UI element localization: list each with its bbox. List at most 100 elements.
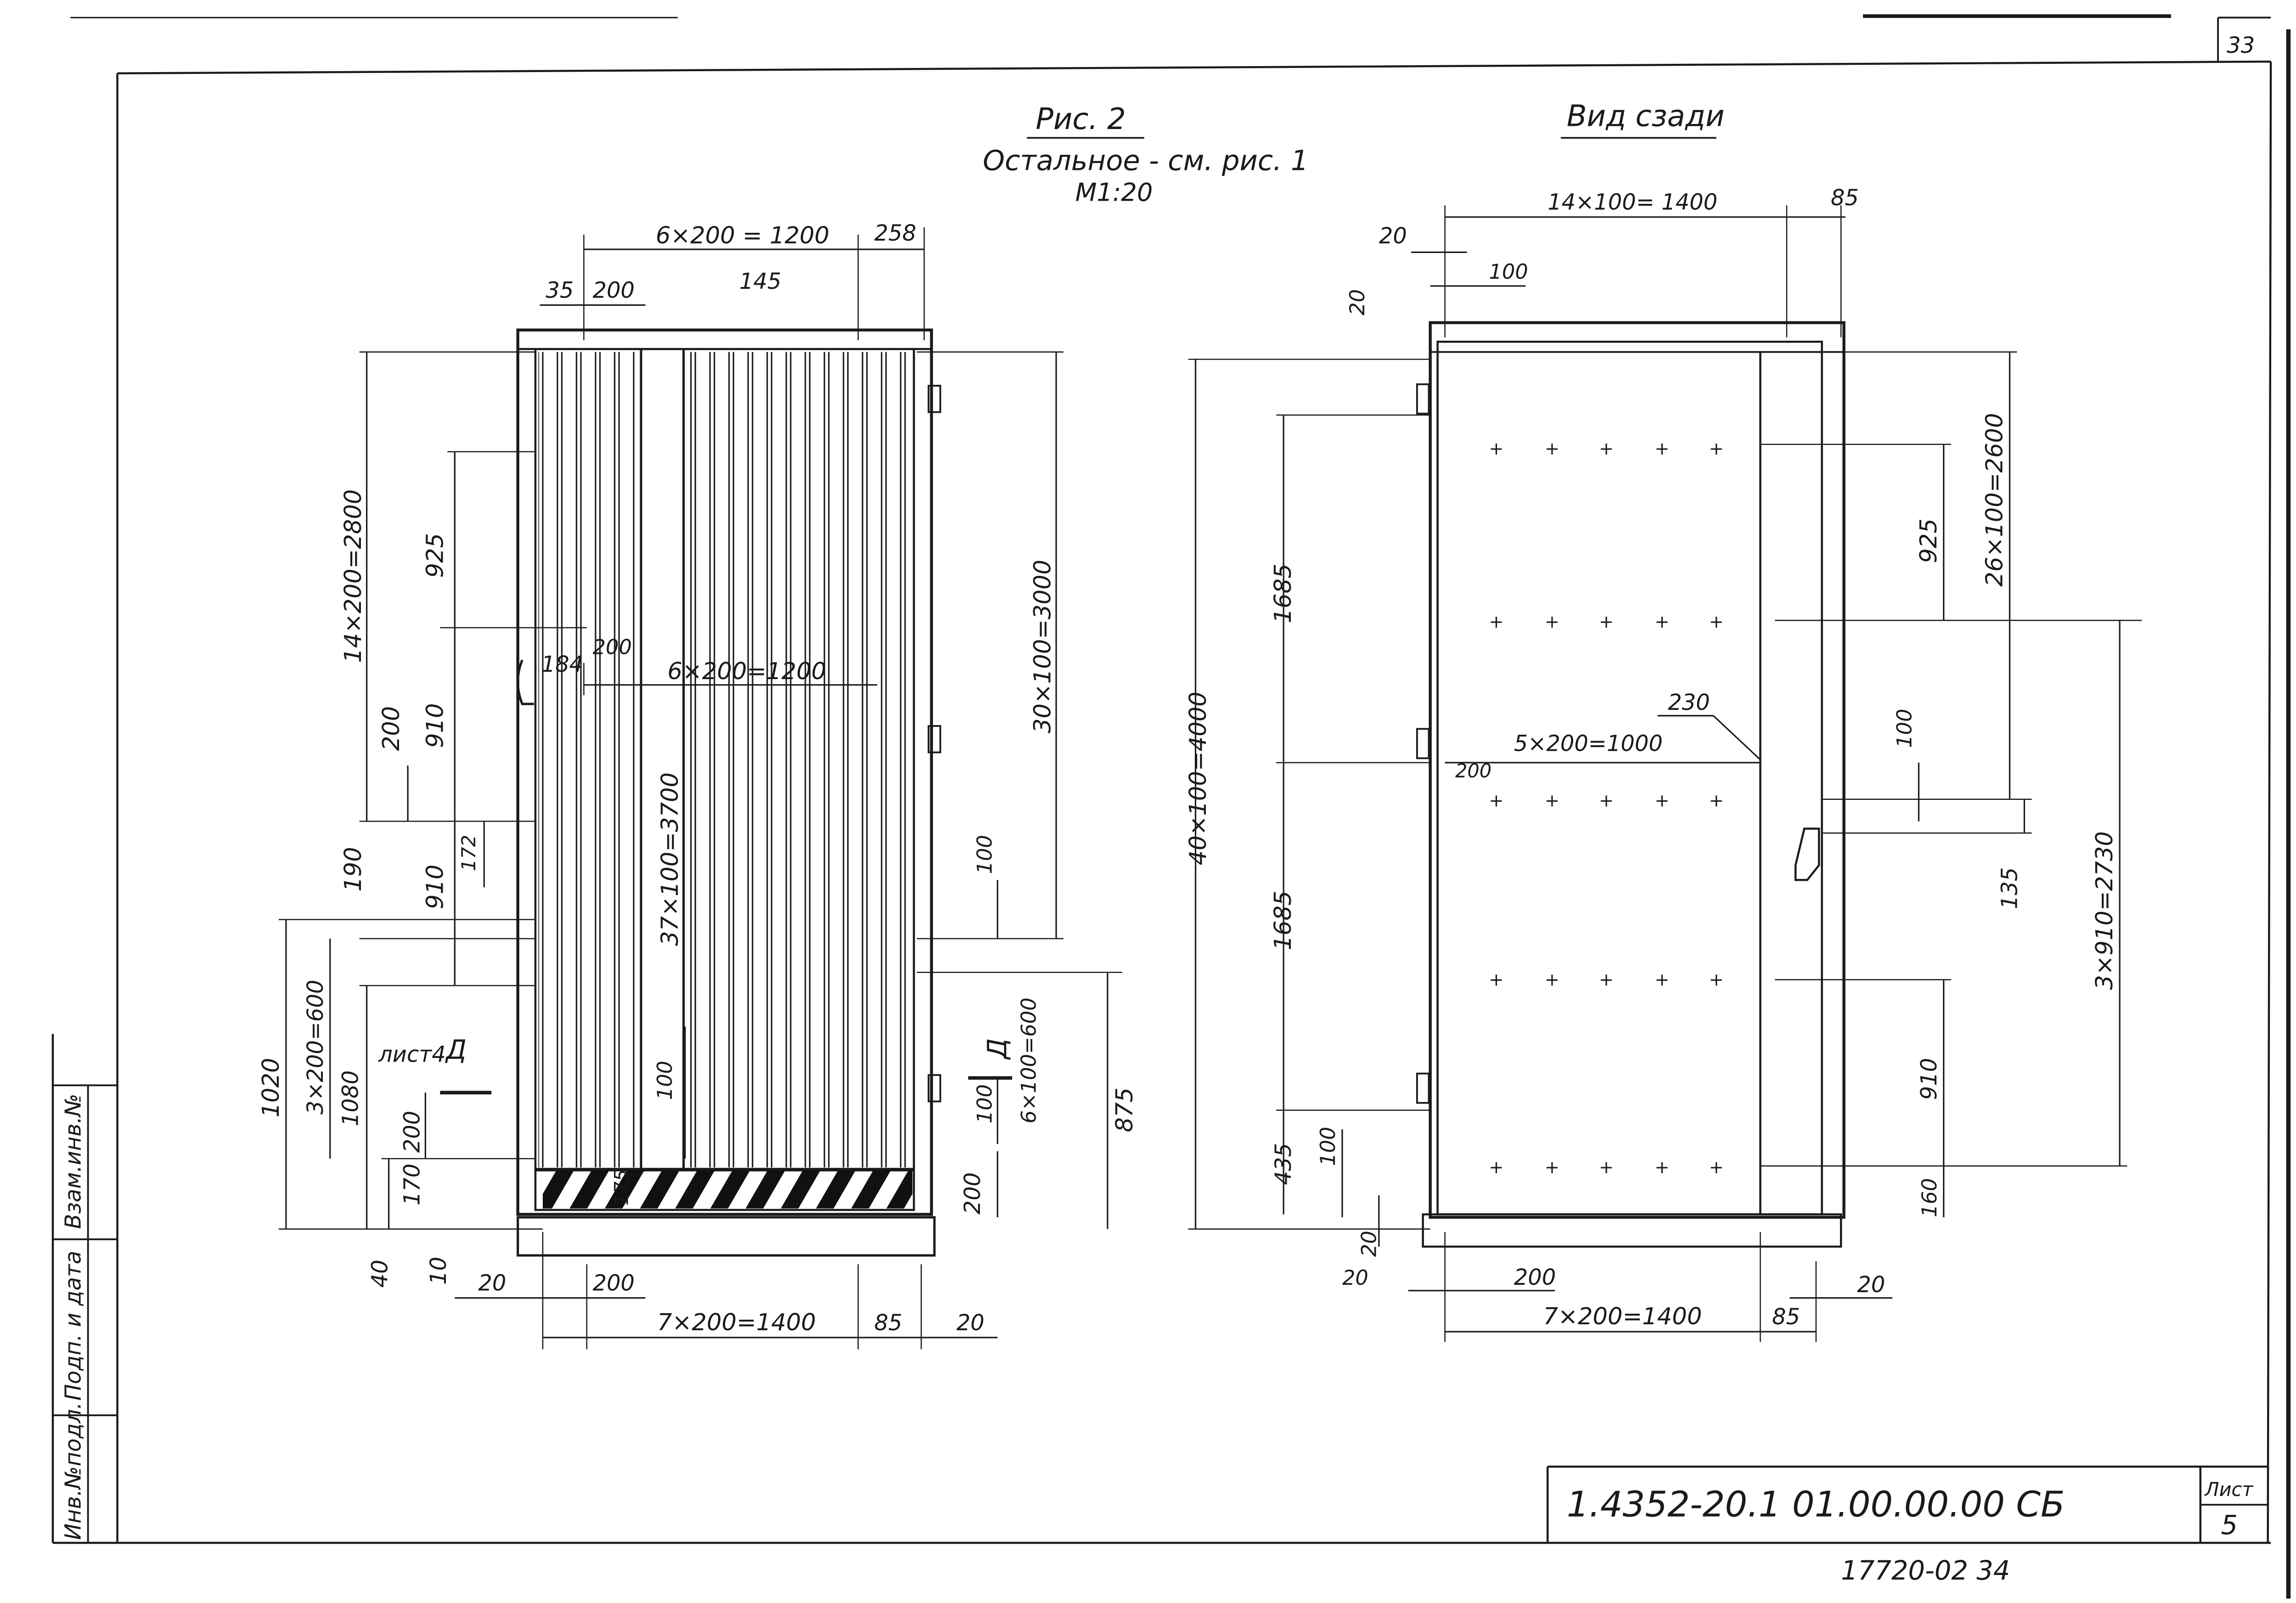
svg-text:+: +: [1545, 439, 1559, 459]
sheet-label: Лист: [2204, 1478, 2254, 1501]
svg-text:+: +: [1709, 439, 1724, 459]
svg-text:+: +: [1654, 439, 1669, 459]
fv-dim-170: 170: [400, 1164, 425, 1205]
svg-text:+: +: [1545, 791, 1559, 811]
fv-dim-190: 190: [340, 847, 367, 892]
bv-dim-1685-a: 1685: [1270, 563, 1297, 623]
back-door-frame: [1429, 321, 1846, 1219]
front-view: Рис. 2 Остальное - см. рис. 1 М1:20: [258, 102, 1308, 1350]
bv-dim-435: 435: [1271, 1143, 1296, 1185]
svg-text:+: +: [1599, 969, 1614, 990]
title-block: 1.4352-20.1 01.00.00.00 СБ Лист 5 17720-…: [1546, 1465, 2268, 1586]
document-code: 1.4352-20.1 01.00.00.00 СБ: [1567, 1485, 2065, 1525]
bv-dim-40x100: 40×100=4000: [1185, 692, 1212, 865]
svg-text:+: +: [1489, 791, 1503, 811]
fv-dim-bottom-7x200: 7×200=1400: [657, 1309, 816, 1336]
svg-text:+: +: [1489, 612, 1503, 632]
fv-dim-85-bottom: 85: [874, 1311, 902, 1336]
sheet-frame: 33: [53, 14, 2291, 1599]
fv-label-d-right: Д: [982, 1038, 1013, 1060]
fv-dim-200-low: 200: [400, 1111, 425, 1153]
front-hatched-strip: [542, 1170, 912, 1209]
front-view-subtitle: Остальное - см. рис. 1: [983, 145, 1308, 177]
bv-dim-100-left: 100: [1316, 1127, 1340, 1166]
fv-dim-30x100: 30×100=3000: [1029, 560, 1056, 733]
fv-dim-14x200: 14×200=2800: [340, 489, 367, 663]
fv-dim-910-b: 910: [422, 865, 449, 910]
bv-dim-20-side: 20: [1345, 289, 1369, 315]
fv-dim-top-main: 6×200 = 1200: [656, 222, 829, 249]
stamp-label-vzam-inv: Взам.инв.№: [61, 1094, 86, 1229]
fv-dim-1020: 1020: [258, 1058, 285, 1118]
svg-text:+: +: [1599, 439, 1614, 459]
fv-dim-200-right-bottom: 200: [960, 1172, 985, 1214]
svg-text:+: +: [1599, 791, 1614, 811]
front-slats-right: [689, 352, 910, 1168]
bv-dim-mid-5x200: 5×200=1000: [1514, 731, 1663, 756]
fv-dim-20-bottom: 20: [957, 1311, 985, 1336]
front-door-frame: [516, 328, 933, 1216]
stamp-label-inv-podl: Инв.№подл.: [61, 1402, 86, 1540]
back-base: [1422, 1213, 1842, 1248]
fv-dim-100-inner: 100: [653, 1061, 677, 1100]
fv-dim-3x200: 3×200=600: [303, 980, 328, 1115]
fv-dim-10: 10: [426, 1257, 451, 1285]
side-stamp: Инв.№подл. Подп. и дата Взам.инв.№: [51, 1034, 118, 1543]
bottom-code: 17720-02 34: [1841, 1555, 2010, 1586]
svg-text:+: +: [1545, 612, 1559, 632]
svg-text:+: +: [1654, 969, 1669, 990]
bv-dim-85-top: 85: [1831, 186, 1859, 211]
fv-dim-200-bottom: 200: [593, 1271, 635, 1296]
bv-dim-230: 230: [1668, 690, 1710, 715]
fv-dim-6x100: 6×100=600: [1016, 998, 1041, 1124]
fv-dim-35: 35: [546, 278, 574, 303]
fv-dim-175: 175: [610, 1169, 632, 1205]
svg-text:+: +: [1489, 1157, 1503, 1178]
fv-dim-20-left: 20: [478, 1271, 506, 1296]
bv-dim-20-low: 20: [1356, 1231, 1381, 1257]
front-view-title: Рис. 2: [1035, 102, 1125, 136]
back-door-panel: [1436, 340, 1823, 1215]
back-view: Вид сзади +++++ +++++ +++++ +++++ +++++: [1185, 100, 2142, 1342]
fv-dim-100-small: 100: [972, 1084, 996, 1123]
fv-dim-100-right: 100: [972, 835, 996, 874]
bv-dim-85-bottom: 85: [1772, 1305, 1800, 1330]
front-view-scale: М1:20: [1075, 178, 1153, 207]
svg-text:+: +: [1545, 969, 1559, 990]
svg-text:+: +: [1709, 1157, 1724, 1178]
bv-dim-1685-b: 1685: [1270, 891, 1297, 951]
bv-dim-top-14x100: 14×100= 1400: [1548, 190, 1717, 215]
fv-dim-200-mid: 200: [593, 635, 632, 659]
stamp-label-podp-data: Подп. и дата: [61, 1251, 86, 1401]
svg-text:+: +: [1599, 612, 1614, 632]
fv-dim-top-right: 258: [874, 221, 916, 246]
fv-dim-875: 875: [1111, 1087, 1138, 1132]
svg-text:+: +: [1709, 612, 1724, 632]
fv-label-list4: лист4: [378, 1042, 445, 1067]
fv-dim-172: 172: [457, 835, 480, 871]
fv-dim-mid-6x200: 6×200=1200: [668, 658, 827, 685]
svg-text:+: +: [1654, 1157, 1669, 1178]
back-view-title: Вид сзади: [1567, 100, 1725, 134]
svg-text:+: +: [1599, 1157, 1614, 1178]
bv-dim-135: 135: [1997, 867, 2022, 909]
fv-dim-145: 145: [739, 269, 781, 294]
svg-text:+: +: [1709, 791, 1724, 811]
bv-dim-910: 910: [1917, 1058, 1942, 1100]
svg-text:+: +: [1654, 612, 1669, 632]
fv-dim-1080: 1080: [338, 1070, 363, 1126]
sheet-number: 5: [2221, 1510, 2238, 1541]
bv-dim-20-bottom-left: 20: [1342, 1266, 1368, 1290]
bv-dim-20-bottom-right: 20: [1857, 1272, 1885, 1298]
bv-dim-26x100: 26×100=2600: [1981, 413, 2009, 586]
bv-dim-3x910: 3×910=2730: [2091, 831, 2118, 990]
bv-dim-160: 160: [1917, 1178, 1941, 1217]
fv-dim-40: 40: [367, 1260, 393, 1288]
svg-text:+: +: [1654, 791, 1669, 811]
sheet-corner-number: 33: [2227, 33, 2255, 58]
fv-dim-200-top: 200: [593, 278, 635, 303]
back-rivet-grid: +++++ +++++ +++++ +++++ +++++: [1489, 439, 1723, 1178]
svg-text:+: +: [1489, 969, 1503, 990]
fv-dim-925: 925: [422, 533, 449, 578]
fv-dim-910-a: 910: [422, 703, 449, 748]
